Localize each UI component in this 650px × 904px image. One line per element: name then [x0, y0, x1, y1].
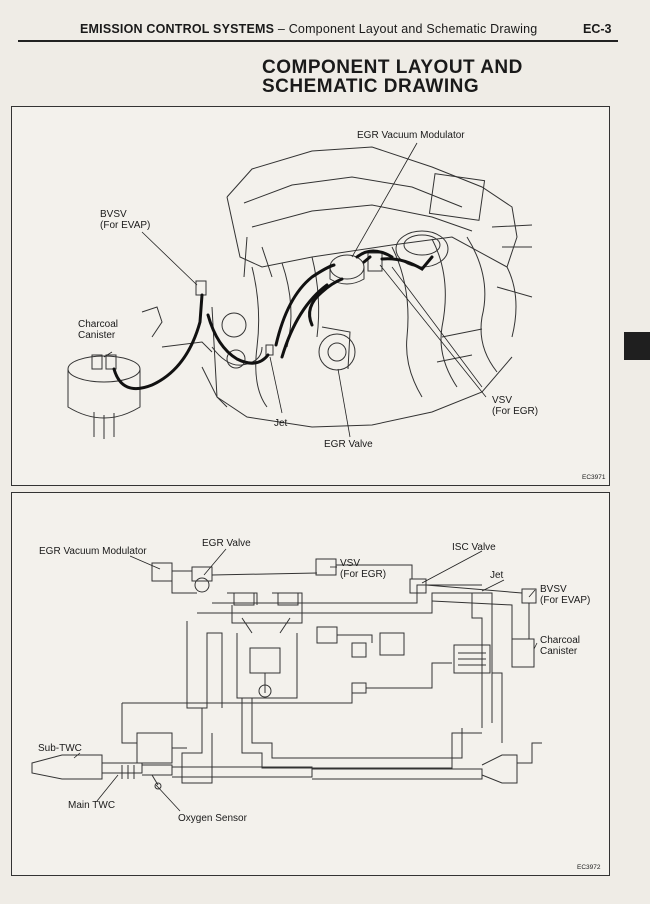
label-charcoal-line2: Canister — [78, 330, 116, 341]
header-rule — [18, 40, 618, 42]
schem-label-charcoal-canister: Charcoal Canister — [540, 635, 580, 657]
label-vsv: VSV (For EGR) — [492, 395, 538, 417]
schematic-drawing — [31, 548, 542, 812]
label-jet: Jet — [274, 418, 288, 429]
page-heading-line2: SCHEMATIC DRAWING — [262, 76, 480, 97]
schem-label-vsv: VSV (For EGR) — [340, 558, 386, 580]
label-egr-vacuum-modulator: EGR Vacuum Modulator — [357, 130, 465, 141]
schem-label-isc-valve: ISC Valve — [452, 542, 496, 553]
header-section: EMISSION CONTROL SYSTEMS — [80, 22, 275, 36]
schem-label-vsv-purpose: (For EGR) — [340, 569, 387, 580]
schem-label-bvsv-purpose: (For EVAP) — [540, 595, 591, 606]
schem-label-egr-vacuum-modulator: EGR Vacuum Modulator — [39, 546, 147, 557]
page-code: EC-3 — [583, 22, 612, 36]
schem-label-jet: Jet — [490, 570, 504, 581]
schem-label-main-twc: Main TWC — [68, 800, 116, 811]
label-bvsv: BVSV (For EVAP) — [100, 209, 150, 231]
schem-label-bvsv: BVSV (For EVAP) — [540, 584, 590, 606]
label-charcoal-line1: Charcoal — [78, 319, 119, 330]
header-title: EMISSION CONTROL SYSTEMS – Component Lay… — [80, 22, 537, 36]
label-vsv-name: VSV — [492, 395, 513, 406]
component-layout-figure: EGR Vacuum Modulator BVSV (For EVAP) Cha… — [11, 106, 610, 486]
schem-label-oxygen-sensor: Oxygen Sensor — [178, 813, 247, 824]
figure-code-schematic: EC3972 — [577, 864, 601, 871]
page-heading: COMPONENT LAYOUT AND SCHEMATIC DRAWING — [262, 58, 523, 96]
label-charcoal-canister: Charcoal Canister — [78, 319, 118, 341]
page-heading-line1: COMPONENT LAYOUT AND — [262, 57, 523, 78]
section-thumb-tab — [624, 332, 650, 360]
label-egr-valve: EGR Valve — [324, 439, 373, 450]
figure-code-layout: EC3971 — [582, 474, 606, 481]
schem-label-sub-twc: Sub-TWC — [38, 743, 82, 754]
schem-label-vsv-name: VSV — [340, 558, 361, 569]
header-subtitle: Component Layout and Schematic Drawing — [288, 22, 538, 36]
label-bvsv-name: BVSV — [100, 209, 127, 220]
schem-label-egr-valve: EGR Valve — [202, 538, 251, 549]
label-vsv-purpose: (For EGR) — [492, 406, 539, 417]
header-separator: – — [274, 22, 289, 36]
schem-label-charcoal-line2: Canister — [540, 646, 578, 657]
schem-label-bvsv-name: BVSV — [540, 584, 567, 595]
schematic-figure: EGR Vacuum Modulator EGR Valve VSV (For … — [11, 492, 610, 876]
schem-label-charcoal-line1: Charcoal — [540, 635, 581, 646]
engine-illustration — [67, 142, 533, 439]
label-bvsv-purpose: (For EVAP) — [100, 220, 151, 231]
